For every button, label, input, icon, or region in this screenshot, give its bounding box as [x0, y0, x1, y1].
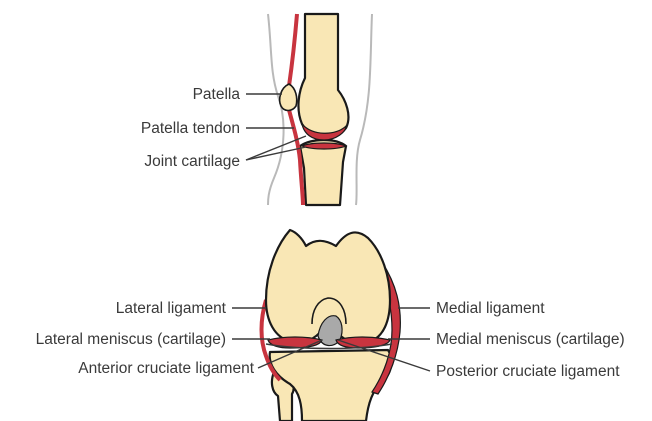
- label-patella: Patella: [193, 86, 241, 103]
- quadriceps-tendon: [289, 14, 297, 86]
- label-joint-cartilage: Joint cartilage: [144, 153, 240, 170]
- tibia-cartilage: [302, 143, 346, 149]
- label-lateral-ligament: Lateral ligament: [116, 300, 227, 317]
- label-anterior-cruciate: Anterior cruciate ligament: [78, 360, 254, 377]
- leg-outline-right: [356, 14, 372, 205]
- femur-side: [298, 14, 348, 137]
- label-medial-meniscus: Medial meniscus (cartilage): [436, 331, 625, 348]
- leg-outline-left: [268, 14, 284, 205]
- front-view-illustration: [262, 230, 401, 421]
- label-posterior-cruciate: Posterior cruciate ligament: [436, 363, 620, 380]
- patella-bone: [280, 84, 297, 111]
- tibia-side: [300, 140, 346, 205]
- leader-joint-cartilage-2: [246, 147, 306, 160]
- lateral-meniscus: [268, 337, 322, 348]
- label-patella-tendon: Patella tendon: [141, 120, 240, 137]
- side-view-illustration: [268, 14, 372, 205]
- label-medial-ligament: Medial ligament: [436, 300, 545, 317]
- label-lateral-meniscus: Lateral meniscus (cartilage): [36, 331, 226, 348]
